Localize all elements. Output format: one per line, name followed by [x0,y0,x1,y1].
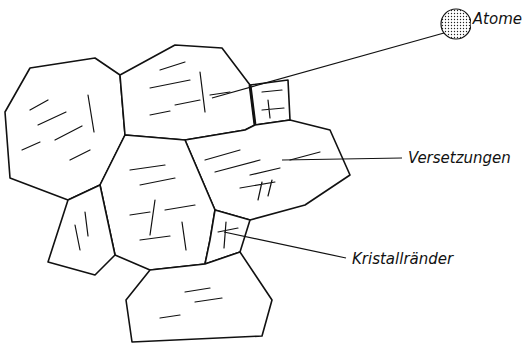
crystal-grain [126,252,272,342]
leader-line [212,33,444,98]
dislocation-lines [150,62,230,115]
dislocation-lines [262,90,284,118]
leader-group [212,33,444,258]
dislocation-lines [205,150,320,200]
crystal-grain [250,80,290,125]
crystal-grain [120,45,255,140]
dislocation-lines [130,165,195,250]
leader-line [224,232,346,258]
callout-label: Kristallränder [350,250,455,268]
grain-group [5,45,350,342]
leader-line [282,158,402,160]
callout-label: Versetzungen [406,149,513,167]
dislocation-group [22,62,320,318]
crystal-grain [48,185,115,275]
atom-symbol [441,9,471,39]
dislocation-lines [218,222,238,248]
dislocation-lines [160,288,222,318]
crystal-grain [100,135,215,270]
dislocation-lines [22,95,94,160]
callout-label: Atome [471,10,524,28]
dislocation-lines [75,212,88,250]
grain-boundary [250,85,255,125]
